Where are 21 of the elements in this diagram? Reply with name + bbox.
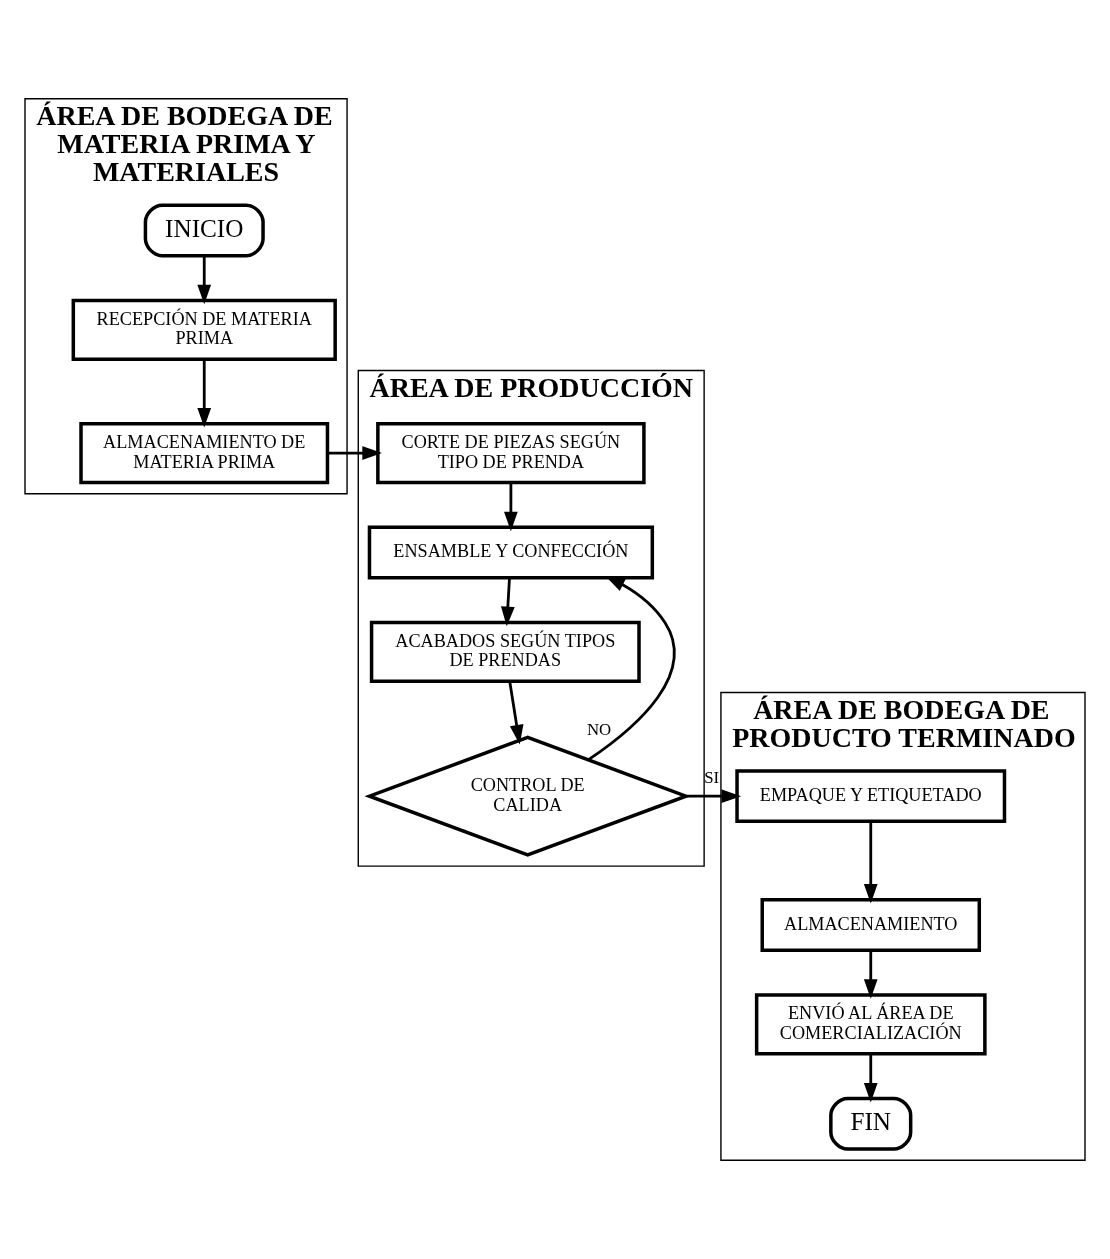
node-box: ALMACENAMIENTO: [760, 898, 982, 952]
node-box: ALMACENAMIENTO DE MATERIA PRIMA: [79, 421, 330, 485]
edge-label: SI: [704, 767, 720, 787]
arrow: [508, 681, 524, 745]
arrow: [197, 359, 212, 428]
node-box: ENVIÓ AL ÁREA DE COMERCIALIZACIÓN: [754, 993, 987, 1056]
arrow: [863, 950, 878, 999]
node-box: EMPAQUE Y ETIQUETADO: [735, 769, 1007, 824]
arrow: [327, 446, 382, 460]
node-box: RECEPCIÓN DE MATERIA PRIMA: [71, 298, 337, 361]
arrow: [500, 577, 515, 627]
node-box: ACABADOS SEGÚN TIPOS DE PRENDAS: [369, 620, 641, 684]
node-box: FIN: [829, 1096, 913, 1151]
arrow: [686, 789, 742, 803]
node-box: ENSAMBLE Y CONFECCIÓN: [367, 525, 655, 580]
arrow: [197, 255, 212, 305]
arrow: [863, 1054, 878, 1103]
node-box: INICIO: [143, 203, 265, 258]
node-box: CORTE DE PIEZAS SEGÚN TIPO DE PRENDA: [376, 421, 646, 485]
arrow: [504, 482, 518, 532]
arrow: [863, 821, 878, 904]
